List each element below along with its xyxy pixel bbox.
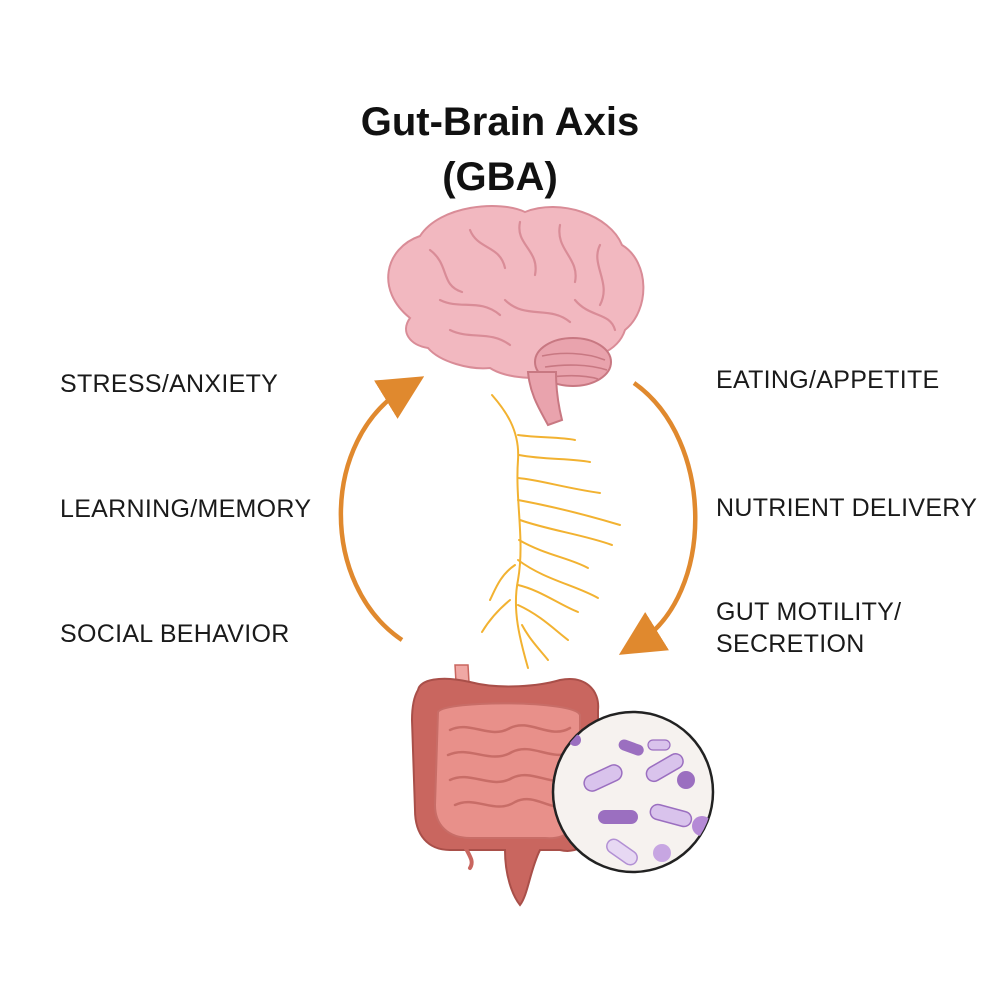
curved-arrow-up-icon bbox=[338, 376, 425, 642]
effect-learning-memory: LEARNING/MEMORY bbox=[60, 495, 312, 523]
title-line-1: Gut-Brain Axis bbox=[360, 100, 640, 144]
effect-social-behavior: SOCIAL BEHAVIOR bbox=[60, 620, 290, 648]
microbiome-icon bbox=[551, 710, 715, 874]
effect-eating-appetite: EATING/APPETITE bbox=[716, 366, 940, 394]
effect-secretion: SECRETION bbox=[716, 630, 865, 658]
curved-arrow-down-icon bbox=[618, 381, 698, 655]
brain-icon bbox=[387, 205, 645, 427]
effect-gut-motility: GUT MOTILITY/ bbox=[716, 598, 902, 626]
title-line-2: (GBA) bbox=[442, 155, 558, 199]
effect-nutrient-delivery: NUTRIENT DELIVERY bbox=[716, 494, 978, 522]
vagus-nerve-icon bbox=[481, 394, 621, 669]
intestine-icon bbox=[410, 664, 600, 907]
effect-stress-anxiety: STRESS/ANXIETY bbox=[60, 370, 279, 398]
